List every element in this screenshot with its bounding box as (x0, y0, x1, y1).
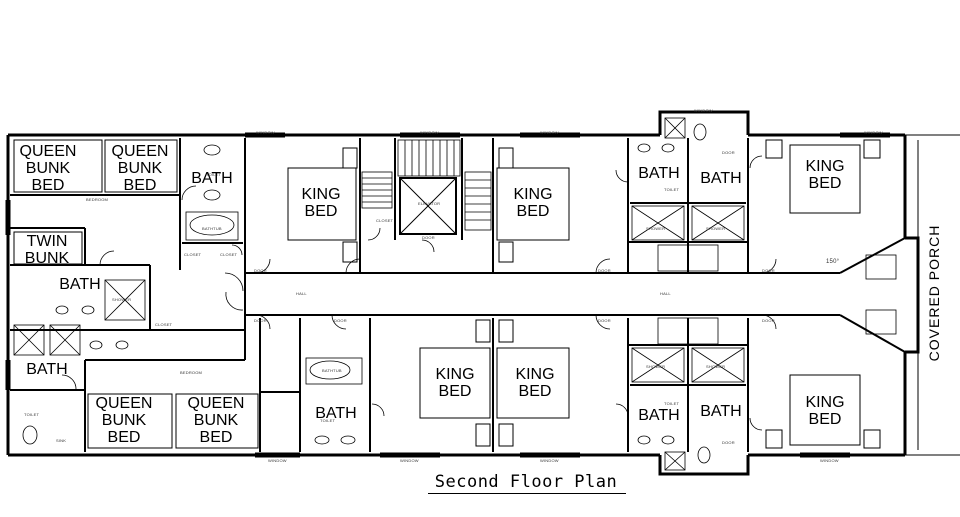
bedroom-label: BEDROOM (86, 197, 109, 202)
room-king-bed: KING BED (805, 158, 845, 192)
sink-label: SINK (56, 438, 67, 443)
shower-label: SHOWER (646, 226, 666, 231)
door-label: DOOR (762, 268, 775, 273)
interior-walls-top (10, 138, 749, 331)
title-underline (428, 493, 626, 494)
interior-walls-bottom (10, 318, 749, 452)
door-label: DOOR (722, 150, 735, 155)
elevator (399, 177, 457, 235)
door-label: DOOR (598, 268, 611, 273)
window-label: WINDOW (256, 130, 275, 135)
window-label: WINDOW (400, 458, 419, 463)
shower-label: SHOWER (112, 297, 132, 302)
toilet-label: TOILET (320, 418, 336, 423)
room-queen-bunk-bed: QUEEN BUNK BED (187, 395, 245, 446)
covered-porch-text: COVERED PORCH (926, 224, 942, 362)
closet-label: CLOSET (220, 252, 238, 257)
shower-label: SHOWER (646, 364, 666, 369)
covered-porch-label: COVERED PORCH (922, 206, 946, 380)
closet-label: CLOSET (376, 218, 394, 223)
window-label: WINDOW (540, 130, 559, 135)
door-label: DOOR (722, 440, 735, 445)
room-king-bed: KING BED (513, 186, 553, 220)
elevator-label: ELEVATOR (418, 201, 441, 206)
room-bath: BATH (638, 165, 680, 182)
closet-label: CLOSET (184, 252, 202, 257)
room-twin-bunk: TWIN BUNK (24, 233, 70, 267)
angle-label: 150° (826, 259, 840, 265)
plan-title: Second Floor Plan (434, 472, 618, 492)
door-label: DOOR (422, 235, 435, 240)
room-bath: BATH (700, 403, 742, 420)
window-label: WINDOW (820, 458, 839, 463)
room-king-bed: KING BED (515, 366, 555, 400)
hall-walls (245, 237, 906, 353)
room-queen-bunk-bed: QUEEN BUNK BED (111, 143, 169, 194)
bath-fixtures (13, 117, 897, 471)
room-king-bed: KING BED (435, 366, 475, 400)
window-label: WINDOW (864, 130, 883, 135)
room-queen-bunk-bed: QUEEN BUNK BED (19, 143, 77, 194)
bathtub-label: BATHTUB (322, 368, 342, 373)
closet-label: CLOSET (155, 322, 173, 327)
door-label: DOOR (762, 318, 775, 323)
bedroom-label: BEDROOM (180, 370, 203, 375)
room-king-bed: KING BED (301, 186, 341, 220)
room-bath: BATH (315, 405, 357, 422)
window-label: WINDOW (420, 130, 439, 135)
windows (5, 132, 890, 458)
room-bath: BATH (638, 407, 680, 424)
room-bath: BATH (700, 170, 742, 187)
toilet-label: TOILET (664, 401, 680, 406)
window-label: WINDOW (268, 458, 287, 463)
room-bath: BATH (26, 361, 68, 378)
hall-label: HALL (296, 291, 307, 296)
toilet-label: TOILET (24, 412, 40, 417)
door-label: DOOR (334, 318, 347, 323)
exterior-walls (6, 110, 920, 476)
door-label: DOOR (254, 268, 267, 273)
door-label: DOOR (598, 318, 611, 323)
room-king-bed: KING BED (805, 394, 845, 428)
bathtub-label: BATHTUB (202, 226, 222, 231)
shower-label: SHOWER (706, 226, 726, 231)
room-bath: BATH (191, 170, 233, 187)
toilet-label: TOILET (206, 172, 222, 177)
door-swings (61, 155, 777, 431)
door-label: DOOR (254, 318, 267, 323)
stairs (361, 139, 492, 231)
shower-label: SHOWER (706, 364, 726, 369)
window-label: WINDOW (694, 108, 713, 113)
room-bath: BATH (59, 276, 101, 293)
window-label: WINDOW (540, 458, 559, 463)
hall-label: HALL (660, 291, 671, 296)
toilet-label: TOILET (664, 187, 680, 192)
room-queen-bunk-bed: QUEEN BUNK BED (95, 395, 153, 446)
beds (13, 139, 881, 449)
